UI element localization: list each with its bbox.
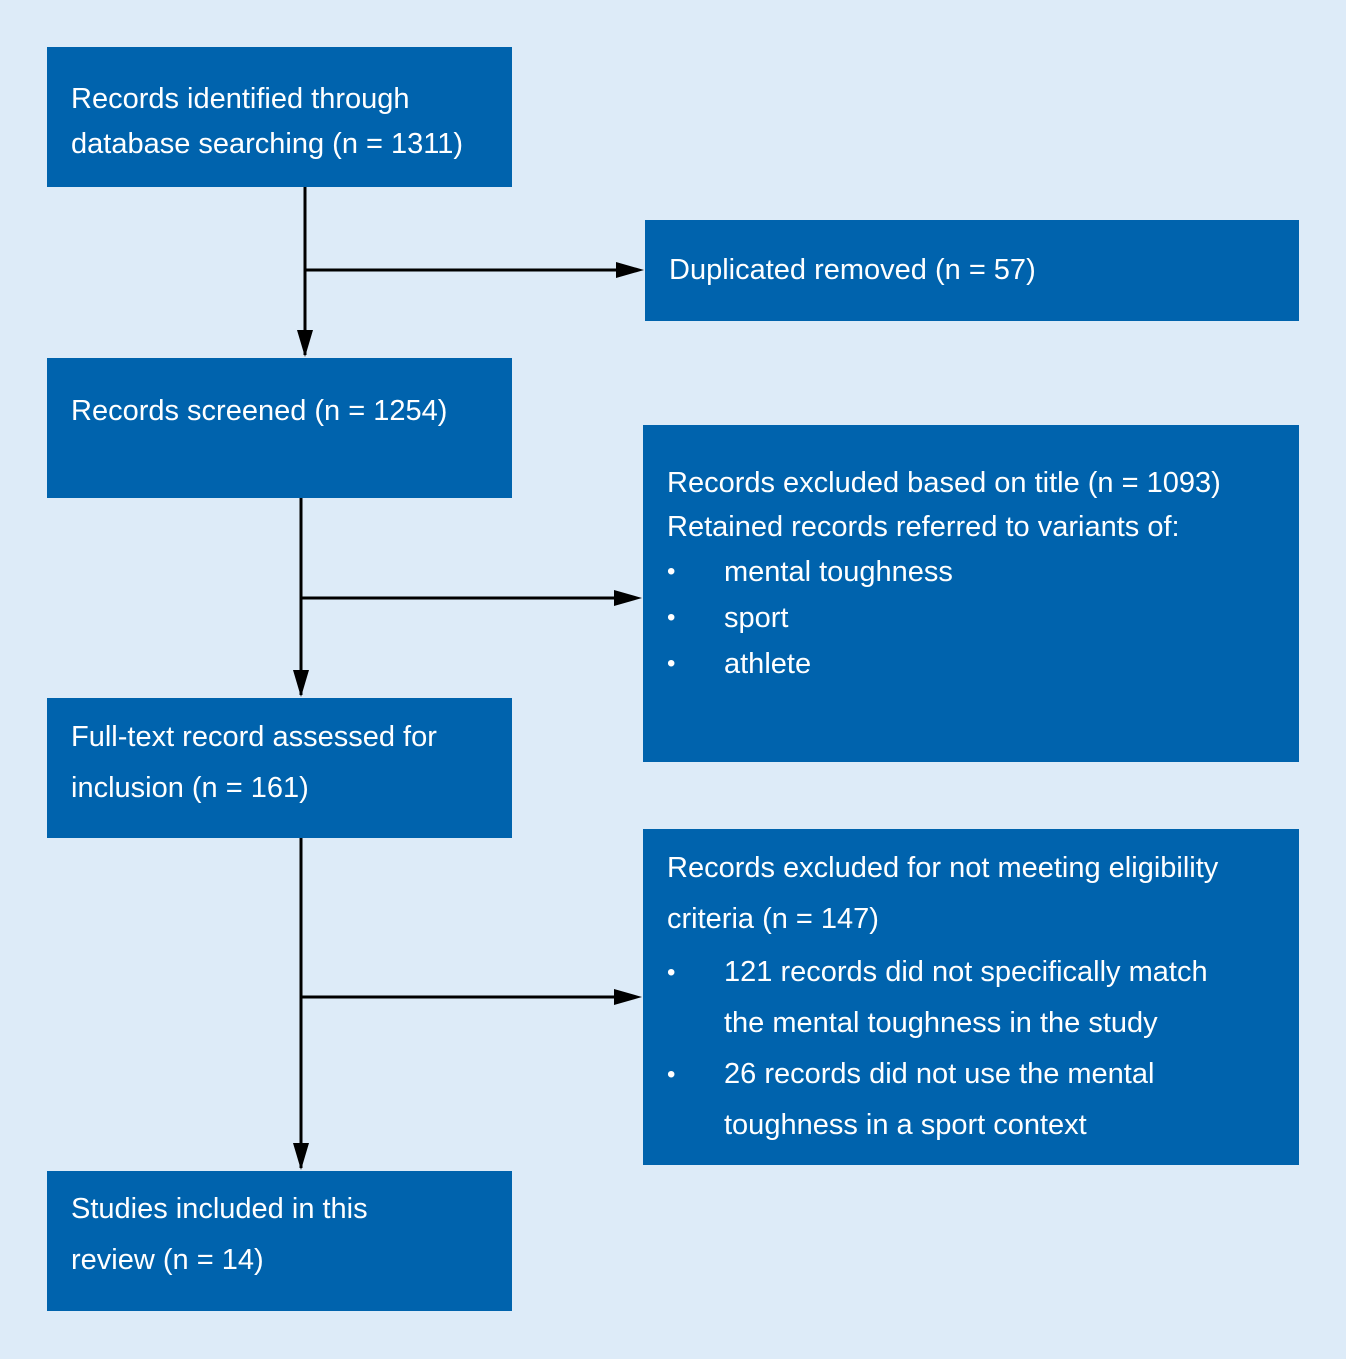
title-excluded-line-1: Records excluded based on title (n = 109…: [667, 467, 1221, 499]
studies-included-line-2: review (n = 14): [71, 1244, 264, 1276]
fulltext-assessed-line-2: inclusion (n = 161): [71, 772, 309, 804]
duplicates-removed-text: Duplicated removed (n = 57): [669, 254, 1036, 286]
duplicates-removed-box: Duplicated removed (n = 57): [645, 220, 1299, 321]
list-item: • sport: [667, 595, 1275, 641]
eligibility-excluded-box: Records excluded for not meeting eligibi…: [643, 829, 1299, 1165]
bullet-text: sport: [724, 602, 789, 634]
records-identified-box: Records identified through database sear…: [47, 47, 512, 187]
arrowhead-fulltext: [293, 670, 309, 697]
eligibility-excluded-line-2: criteria (n = 147): [667, 903, 879, 935]
bullet-text-line-1: 121 records did not specifically match: [724, 956, 1208, 988]
bullet-text-line-1: 26 records did not use the mental: [724, 1058, 1155, 1090]
list-item: • mental toughness: [667, 549, 1275, 595]
records-identified-line-1: Records identified through: [71, 83, 410, 115]
bullet-icon: •: [667, 1061, 676, 1088]
bullet-icon: •: [667, 604, 676, 631]
fulltext-assessed-line-1: Full-text record assessed for: [71, 721, 437, 753]
bullet-text: athlete: [724, 648, 812, 680]
studies-included-box: Studies included in this review (n = 14): [47, 1171, 512, 1311]
arrowhead-included: [293, 1143, 309, 1170]
eligibility-excluded-line-1: Records excluded for not meeting eligibi…: [667, 852, 1219, 884]
bullet-text-line-2: the mental toughness in the study: [724, 1007, 1158, 1039]
arrowhead-title-excluded: [614, 590, 642, 606]
bullet-icon: •: [667, 558, 676, 585]
bullet-text-line-2: toughness in a sport context: [724, 1109, 1087, 1141]
eligibility-excluded-bullet-list: • 121 records did not specifically match…: [667, 947, 1275, 1151]
studies-included-line-1: Studies included in this: [71, 1193, 368, 1225]
records-screened-text: Records screened (n = 1254): [71, 395, 448, 427]
title-excluded-line-2: Retained records referred to variants of…: [667, 511, 1180, 543]
arrowhead-screened: [297, 330, 313, 357]
bullet-text: mental toughness: [724, 556, 953, 588]
title-excluded-box: Records excluded based on title (n = 109…: [643, 425, 1299, 762]
list-item: • 121 records did not specifically match…: [667, 947, 1275, 1049]
title-excluded-bullet-list: • mental toughness • sport • athlete: [667, 549, 1275, 687]
fulltext-assessed-box: Full-text record assessed for inclusion …: [47, 698, 512, 838]
list-item: • 26 records did not use the mental toug…: [667, 1049, 1275, 1151]
arrowhead-eligibility-excluded: [614, 989, 642, 1005]
list-item: • athlete: [667, 641, 1275, 687]
arrowhead-duplicates: [616, 262, 644, 278]
records-screened-box: Records screened (n = 1254): [47, 358, 512, 498]
bullet-icon: •: [667, 959, 676, 986]
bullet-icon: •: [667, 650, 676, 677]
records-identified-line-2: database searching (n = 1311): [71, 128, 464, 160]
